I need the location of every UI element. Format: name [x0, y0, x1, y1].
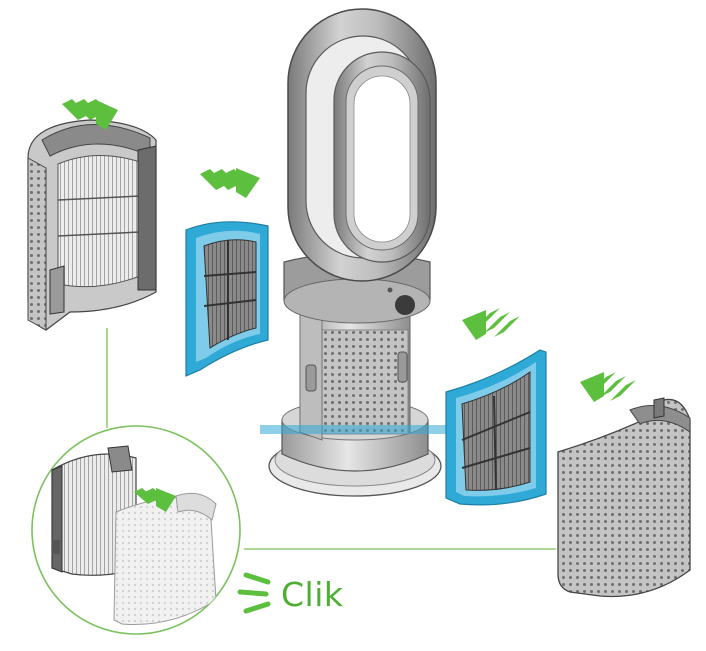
- insertion-guide: [260, 425, 456, 434]
- click-burst-icon: [237, 572, 271, 614]
- right-carbon-filter: [445, 349, 547, 506]
- insert-arrow-1: [62, 99, 118, 130]
- click-detail-callout: [31, 425, 241, 635]
- purifier-unit: [268, 8, 442, 497]
- callout-arrow: [134, 488, 176, 512]
- right-filter-shroud: [557, 397, 691, 598]
- click-sound-label: Clik: [281, 575, 344, 614]
- left-filter-shroud: [27, 119, 157, 331]
- insert-arrow-4: [580, 372, 636, 402]
- left-carbon-filter: [185, 221, 269, 377]
- insert-arrow-3: [462, 308, 520, 340]
- insert-arrow-2: [200, 168, 260, 198]
- connector-lines: [106, 328, 556, 550]
